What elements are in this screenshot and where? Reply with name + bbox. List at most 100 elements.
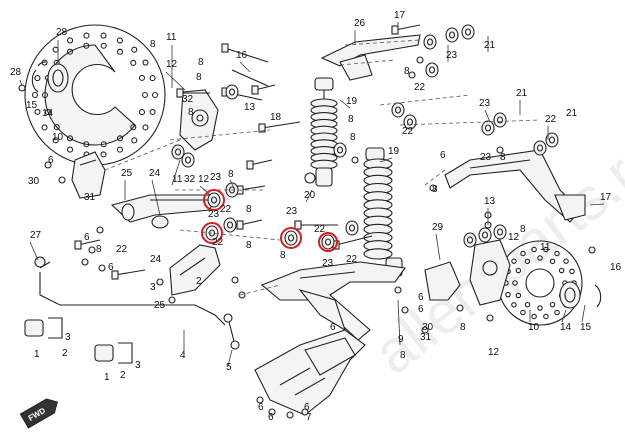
nut bbox=[238, 291, 246, 299]
callout-23: 23 bbox=[286, 206, 298, 217]
callout-6: 6 bbox=[268, 412, 274, 423]
leader-line bbox=[397, 299, 401, 346]
disc-hole bbox=[569, 268, 575, 275]
bolt-head bbox=[176, 88, 184, 98]
bolt-head bbox=[111, 270, 119, 280]
highlight-bushing-4 bbox=[318, 232, 338, 252]
bushing-bore bbox=[324, 238, 332, 246]
callout-30: 30 bbox=[28, 176, 40, 187]
leader-line bbox=[29, 241, 39, 261]
disc-hole bbox=[116, 146, 123, 153]
bushing bbox=[533, 140, 547, 156]
disc-hole bbox=[537, 305, 543, 311]
bushing bbox=[425, 62, 439, 78]
bushing bbox=[321, 234, 335, 250]
nut bbox=[351, 156, 359, 164]
bushing bbox=[463, 232, 477, 248]
callout-6: 6 bbox=[48, 155, 54, 166]
callout-16: 16 bbox=[236, 50, 248, 61]
bolt-head bbox=[391, 25, 399, 35]
callout-9: 9 bbox=[398, 334, 404, 345]
leader-line bbox=[239, 61, 251, 73]
disc-hole bbox=[142, 59, 149, 66]
callout-21: 21 bbox=[484, 40, 496, 51]
disc-hole bbox=[116, 135, 124, 142]
bolt bbox=[224, 47, 269, 63]
callout-30: 30 bbox=[422, 322, 434, 333]
bushing bbox=[284, 230, 298, 246]
bushing-bore bbox=[428, 66, 436, 74]
highlight-markers bbox=[201, 189, 338, 252]
callout-2: 2 bbox=[120, 370, 126, 381]
bushing bbox=[545, 132, 559, 148]
bushing-bore bbox=[496, 116, 504, 124]
callout-6: 6 bbox=[258, 402, 264, 413]
callout-12: 12 bbox=[508, 232, 520, 243]
bushing-bore bbox=[210, 196, 218, 204]
bushing bbox=[478, 227, 492, 243]
callout-16: 16 bbox=[610, 262, 622, 273]
disc-hole bbox=[520, 309, 526, 316]
bushing bbox=[333, 142, 347, 158]
leader-line bbox=[229, 179, 236, 191]
bolt-head bbox=[294, 220, 302, 230]
nut bbox=[456, 304, 464, 312]
bushing-bore bbox=[548, 136, 556, 144]
bushing-bore bbox=[496, 228, 504, 236]
disc-hole bbox=[116, 48, 124, 55]
disc-hole bbox=[100, 32, 107, 39]
callout-5: 5 bbox=[226, 362, 232, 373]
callout-8: 8 bbox=[500, 152, 506, 163]
disc-hole bbox=[524, 301, 531, 308]
callout-22: 22 bbox=[346, 254, 358, 265]
bolt bbox=[394, 24, 421, 31]
callout-17: 17 bbox=[394, 10, 406, 21]
leader-line bbox=[171, 159, 181, 186]
bushing bbox=[403, 114, 417, 130]
callout-23: 23 bbox=[480, 152, 492, 163]
callout-25: 25 bbox=[154, 300, 166, 311]
disc-hole bbox=[52, 137, 59, 144]
nut bbox=[486, 314, 494, 322]
bushing bbox=[445, 27, 459, 43]
callout-12: 12 bbox=[488, 347, 500, 358]
disc-hole bbox=[149, 108, 156, 115]
skid-plate bbox=[254, 329, 366, 416]
callout-23: 23 bbox=[446, 50, 458, 61]
nut bbox=[231, 276, 239, 284]
bushing-bore bbox=[536, 144, 544, 152]
callout-8: 8 bbox=[96, 244, 102, 255]
bushing bbox=[205, 225, 219, 241]
steering-knuckle-right bbox=[469, 239, 511, 306]
disc-hole bbox=[100, 42, 107, 49]
disc-hole bbox=[549, 258, 556, 265]
disc-hole bbox=[41, 91, 49, 99]
bushing-bore bbox=[348, 224, 356, 232]
callout-1: 1 bbox=[34, 349, 40, 360]
stabilizer-link bbox=[223, 313, 240, 350]
bushing-bracket-left bbox=[24, 317, 133, 364]
disc-hole bbox=[554, 250, 560, 257]
bushing bbox=[171, 144, 185, 160]
bolt-head bbox=[246, 160, 254, 170]
bolt-head bbox=[251, 85, 259, 95]
nut bbox=[429, 184, 437, 192]
bushing bbox=[481, 120, 495, 136]
bushing bbox=[181, 152, 195, 168]
disc-hole bbox=[558, 267, 565, 274]
leader-line bbox=[581, 304, 586, 323]
callout-28: 28 bbox=[56, 27, 68, 38]
callout-3: 3 bbox=[135, 360, 141, 371]
brake-disc-right bbox=[497, 240, 583, 326]
bushing bbox=[423, 34, 437, 50]
nut bbox=[286, 411, 294, 419]
bushings-group bbox=[171, 24, 559, 250]
nut bbox=[496, 146, 504, 154]
callout-18: 18 bbox=[270, 112, 282, 123]
callout-14: 14 bbox=[560, 322, 572, 333]
disc-hole bbox=[66, 48, 74, 55]
disc-hole bbox=[131, 137, 138, 144]
nut bbox=[408, 71, 416, 79]
callout-13: 13 bbox=[484, 196, 496, 207]
callout-22: 22 bbox=[116, 244, 128, 255]
